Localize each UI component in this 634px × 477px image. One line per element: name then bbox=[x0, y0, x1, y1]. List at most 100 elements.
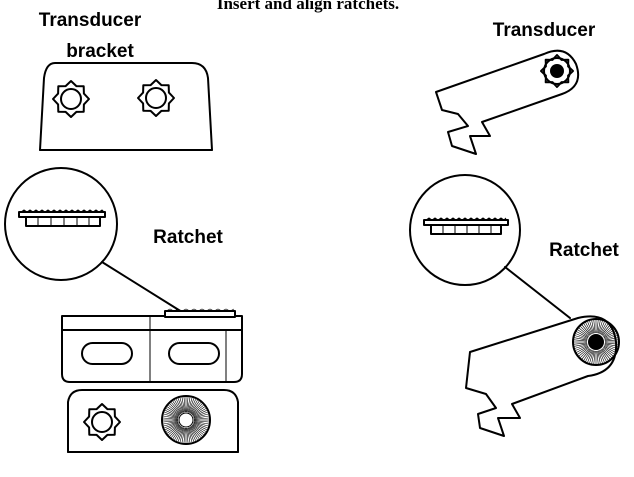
ratchet-tooth bbox=[189, 426, 198, 441]
ratchet-tooth bbox=[183, 397, 186, 413]
ratchet-tooth bbox=[168, 404, 181, 416]
ratchet-tooth bbox=[187, 397, 191, 413]
ratchet-tooth bbox=[578, 327, 590, 337]
ratchet-tooth bbox=[190, 426, 200, 439]
ratchet-tooth bbox=[604, 333, 617, 339]
ratchet-tooth bbox=[583, 323, 592, 335]
ratchet-tooth bbox=[597, 350, 601, 364]
slot-left bbox=[81, 342, 133, 365]
ratchet-tooth bbox=[167, 406, 180, 416]
ratchet-tooth bbox=[193, 417, 209, 420]
bracket-ratchet-inserted bbox=[161, 395, 211, 445]
ratchet-tooth bbox=[189, 427, 196, 441]
ratchet-tooth bbox=[164, 411, 179, 418]
ratchet-tooth bbox=[167, 424, 180, 434]
ratchet-tooth bbox=[193, 423, 207, 430]
ratchet-tooth bbox=[165, 408, 180, 417]
ratchet-tooth bbox=[602, 327, 614, 337]
ratchet-tooth bbox=[585, 322, 593, 335]
ratchet-tooth bbox=[188, 427, 195, 442]
ratchet-tooth bbox=[179, 427, 185, 443]
ratchet-tooth bbox=[188, 398, 195, 413]
ratchet-tooth bbox=[176, 399, 183, 413]
ratchet-tooth bbox=[589, 350, 594, 364]
ratchet-tooth bbox=[574, 339, 588, 342]
ratchet-tooth bbox=[190, 425, 202, 438]
ratchet-tooth bbox=[598, 320, 603, 334]
ratchet-tooth bbox=[600, 323, 609, 335]
bracket-ratchet-star-bottom bbox=[83, 403, 121, 441]
ratchet-tooth bbox=[165, 410, 179, 417]
ratchet-side-profile-right bbox=[423, 217, 509, 235]
ratchet-tooth bbox=[602, 326, 612, 336]
ratchet-tooth bbox=[192, 406, 205, 416]
label-transducer-right: Transducer bbox=[493, 20, 596, 41]
transducer-bracket-top bbox=[39, 62, 213, 151]
ratchet-magnifier-left bbox=[4, 167, 118, 281]
ratchet-tooth bbox=[581, 324, 591, 336]
ratchet-tooth bbox=[193, 422, 208, 429]
ratchet-tooth bbox=[165, 423, 180, 432]
ratchet-tooth bbox=[191, 425, 203, 437]
ratchet-tooth bbox=[169, 403, 181, 415]
ratchet-tooth bbox=[169, 425, 181, 437]
ratchet-tooth bbox=[577, 346, 589, 355]
ratchet-tooth bbox=[599, 321, 605, 334]
ratchet-tooth bbox=[192, 408, 207, 417]
ratchet-tooth bbox=[574, 343, 588, 347]
ratchet-tooth bbox=[189, 399, 196, 413]
leader-line-left bbox=[101, 261, 183, 313]
ratchet-tooth bbox=[191, 424, 204, 436]
ratchet-tooth bbox=[604, 335, 618, 340]
ratchet-tooth bbox=[583, 349, 592, 361]
ratchet-tooth bbox=[181, 397, 185, 413]
ratchet-tooth bbox=[193, 413, 209, 419]
ratchet-side-profile-left bbox=[18, 209, 106, 227]
ratchet-tooth bbox=[587, 350, 593, 363]
ratchet-tooth bbox=[193, 420, 209, 423]
ratchet-tooth bbox=[593, 320, 596, 334]
ratchet-tooth bbox=[597, 320, 601, 334]
ratchet-tooth bbox=[604, 345, 617, 351]
ratchet-tooth bbox=[183, 427, 186, 443]
ratchet-tooth bbox=[601, 324, 611, 336]
ratchet-tooth bbox=[181, 427, 185, 443]
transducer-bracket-bottom bbox=[67, 389, 239, 453]
ratchet-tooth bbox=[576, 345, 589, 353]
ratchet-tooth bbox=[172, 426, 182, 439]
ratchet-tooth bbox=[603, 345, 616, 353]
ratchet-tooth bbox=[163, 421, 179, 427]
ratchet-tooth bbox=[585, 349, 593, 362]
ratchet-tooth bbox=[601, 348, 611, 360]
ratchet-tooth bbox=[574, 335, 588, 340]
ratchet-tooth bbox=[602, 348, 612, 358]
ratchet-tooth bbox=[187, 427, 193, 443]
ratchet-tooth bbox=[174, 426, 183, 441]
bracket-ratchet-star-left bbox=[52, 80, 90, 118]
ratchet-tooth bbox=[574, 342, 588, 345]
ratchet-tooth bbox=[593, 350, 596, 364]
ratchet-tooth bbox=[163, 417, 179, 420]
ratchet-tooth bbox=[179, 397, 185, 413]
ratchet-tooth bbox=[191, 404, 204, 416]
label-ratchet-left: Ratchet bbox=[153, 227, 223, 248]
ratchet-tooth bbox=[168, 424, 181, 436]
ratchet-tooth bbox=[604, 343, 618, 347]
ratchet-tooth bbox=[192, 424, 205, 434]
ratchet-tooth bbox=[187, 397, 193, 413]
ratchet-tooth bbox=[193, 421, 209, 425]
ratchet-tooth bbox=[163, 415, 179, 419]
ratchet-tooth bbox=[580, 348, 590, 358]
ratchet-tooth bbox=[591, 320, 595, 334]
ratchet-tooth bbox=[186, 427, 189, 443]
ratchet-tooth bbox=[600, 349, 609, 361]
ratchet-tooth bbox=[170, 425, 182, 438]
transducer-bracket-side bbox=[61, 308, 243, 383]
ratchet-tooth bbox=[603, 329, 615, 338]
ratchet-tooth bbox=[581, 348, 591, 360]
ratchet-magnifier-right bbox=[409, 174, 521, 286]
ratchet-tooth bbox=[176, 427, 183, 441]
ratchet-tooth bbox=[193, 411, 208, 418]
ratchet-tooth bbox=[603, 346, 615, 355]
